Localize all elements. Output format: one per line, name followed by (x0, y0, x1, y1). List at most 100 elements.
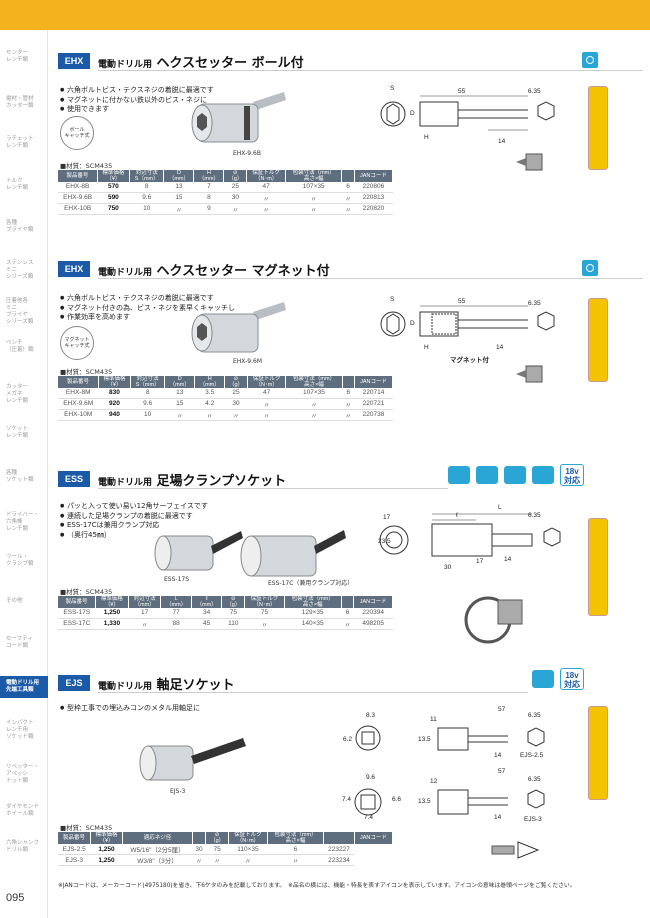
header-rule (98, 70, 643, 71)
table-cell: 〃 (223, 203, 247, 215)
table-cell: 1,250 (95, 608, 129, 619)
table-cell: 〃 (224, 409, 248, 421)
table-cell: 9 (193, 203, 224, 215)
table-cell: 〃 (247, 409, 286, 421)
dim-hex: 6.35 (528, 300, 541, 307)
magnet-feature-icon (532, 466, 554, 484)
magnet-catch-badge: マグネット キャッチ式 (60, 326, 94, 360)
table-cell: 570 (97, 182, 130, 193)
sidebar-item[interactable]: インパクト レンチ用 ソケット類 (6, 720, 34, 740)
spec-table: 製品番号標準価格 （¥）対辺寸法 S（mm）D （mm）H （mm）⊘ （g）保… (58, 170, 394, 215)
dim-k: 6.6 (392, 796, 402, 803)
dim-ll: ℓ (456, 512, 459, 519)
feature-item: 型枠工事での埋込みコンのメタル用軸足に (60, 704, 200, 714)
table-cell: 110×35 (228, 844, 268, 855)
dim-n: 57 (498, 768, 506, 775)
table-header-row: 製品番号標準価格 （¥）対辺寸法 （mm）L （mm）ℓ （mm）⊘ （g）保証… (58, 596, 393, 608)
material-note: ■材質：SCM435 (60, 824, 113, 832)
dim-tail: 14 (498, 138, 506, 145)
column-header: 標準価格 （¥） (98, 376, 132, 388)
table-cell: 〃 (194, 409, 225, 421)
sidebar-item[interactable]: 電動ドリル用 先端工具類 (0, 676, 48, 698)
table-cell: 〃 (285, 203, 342, 215)
column-header: ⊘ （g） (224, 376, 248, 388)
table-cell: 10 (129, 203, 164, 215)
table-cell: 75 (244, 608, 285, 619)
dim-b: 23.5 (378, 538, 391, 545)
table-cell: 25 (224, 388, 248, 399)
table-cell: 223227 (323, 844, 355, 855)
table-header-row: 製品番号標準価格 （¥）対辺寸法 S（mm）D （mm）H （mm）⊘ （g）保… (58, 376, 393, 388)
column-header: JANコード (354, 832, 394, 844)
dimension-drawing-2-5 (355, 725, 545, 751)
table-cell: 1,330 (95, 618, 129, 630)
feature-list: 型枠工事での埋込みコンのメタル用軸足に (60, 704, 200, 714)
dim-r: 7.4 (364, 814, 374, 821)
header-rule (98, 488, 448, 489)
top-bar (0, 0, 650, 30)
sidebar-item[interactable]: 電材・管材 カッター類 (6, 96, 34, 109)
dim-p: 6.35 (528, 776, 541, 783)
feature-list: 六角ボルトビス・テクスネジの着脱に最適です マグネットに付かない鉄以外のビス・ネ… (60, 86, 214, 115)
column-header: D （mm） (164, 376, 196, 388)
screw-illustration (516, 365, 543, 383)
feature-item: 六角ボルトビス・テクスネジの着脱に最適です (60, 294, 235, 304)
column-header: ⊘ （g） (223, 170, 248, 182)
photo-caption: ESS-17S (164, 576, 190, 583)
dim-o: 14 (494, 814, 502, 821)
table-cell: 15 (164, 398, 195, 410)
sidebar-item[interactable]: 各種 プライヤ類 (6, 220, 34, 233)
sidebar-item[interactable]: その他 (6, 598, 23, 604)
column-header (192, 832, 207, 844)
sidebar-item[interactable]: カッター メガネ レンチ類 (6, 384, 29, 404)
sidebar-item[interactable]: ステンレス ミニ シリーズ類 (6, 260, 34, 280)
feature-list: パッと入って使い易い12角サーフェイスです 連続した足場クランプの着脱に最適です… (60, 502, 208, 540)
dim-length: 55 (458, 88, 466, 95)
table-cell: 8 (130, 388, 165, 399)
column-header: ⊘ （g） (205, 832, 229, 844)
dim-hex: 6.35 (528, 88, 541, 95)
sidebar-item[interactable]: 六角シャンク ドリル類 (6, 840, 40, 853)
table-cell: 6 (267, 844, 324, 855)
dim-length: 55 (458, 298, 466, 305)
table-cell: 129×35 (284, 608, 342, 619)
table-cell: 6 (341, 182, 355, 193)
material-note: ■材質：SCM435 (60, 162, 113, 170)
dimension-drawing (379, 513, 561, 557)
product-photo (191, 92, 286, 143)
sidebar-item[interactable]: ツール・ クランプ類 (6, 554, 34, 567)
dim-q: EJS-3 (524, 816, 542, 823)
table-header-row: 製品番号標準価格 （¥）適応ネジ径⊘ （g）保証トルク （N･m）包装寸法（mm… (58, 832, 394, 844)
table-cell: 34 (191, 608, 222, 619)
column-header: 製品番号 (58, 596, 97, 608)
sidebar-item[interactable]: トルク レンチ類 (6, 178, 29, 191)
sidebar-item[interactable]: ラチェット レンチ類 (6, 136, 34, 149)
table-cell: 〃 (267, 854, 324, 866)
column-header: 製品番号 (58, 376, 99, 388)
column-header: 標準価格 （¥） (95, 596, 129, 608)
sidebar-item[interactable]: センター レンチ類 (6, 50, 29, 63)
sidebar-item[interactable]: 圧着他各 ミニ プライヤ シリーズ類 (6, 298, 34, 325)
table-cell: 75 (205, 844, 229, 855)
section-title: 電動ドリル用 軸足ソケット (98, 674, 235, 693)
sidebar-item[interactable]: ソケット レンチ類 (6, 426, 29, 439)
table-cell: 〃 (285, 409, 343, 421)
feature-item: ESS-17Cは兼用クランプ対応 (60, 521, 208, 531)
sidebar-item[interactable]: リベッター・ アペッシ ナット類 (6, 764, 40, 784)
dim-a: 8.3 (366, 712, 376, 719)
sidebar-item[interactable]: ダイヤモンド ホイール類 (6, 804, 39, 817)
sidebar-item[interactable]: セーフティ コード類 (6, 636, 33, 649)
column-header: 包装寸法（mm） 高さ×幅 (285, 170, 343, 182)
table-cell: 15 (163, 192, 194, 204)
dimension-drawing-3 (354, 788, 545, 816)
photo-caption: EHX-9.6B (233, 150, 261, 157)
sidebar-item[interactable]: 各種 ソケット類 (6, 470, 34, 483)
table-cell: 9.6 (130, 398, 165, 410)
sidebar-item[interactable]: ドライバー・ 六角棒 レンチ類 (6, 512, 39, 532)
column-header: JANコード (353, 596, 393, 608)
column-header (341, 170, 355, 182)
sidebar-item[interactable]: ペンチ （圧着）類 (6, 340, 34, 353)
dim-d: 13.5 (418, 736, 431, 743)
